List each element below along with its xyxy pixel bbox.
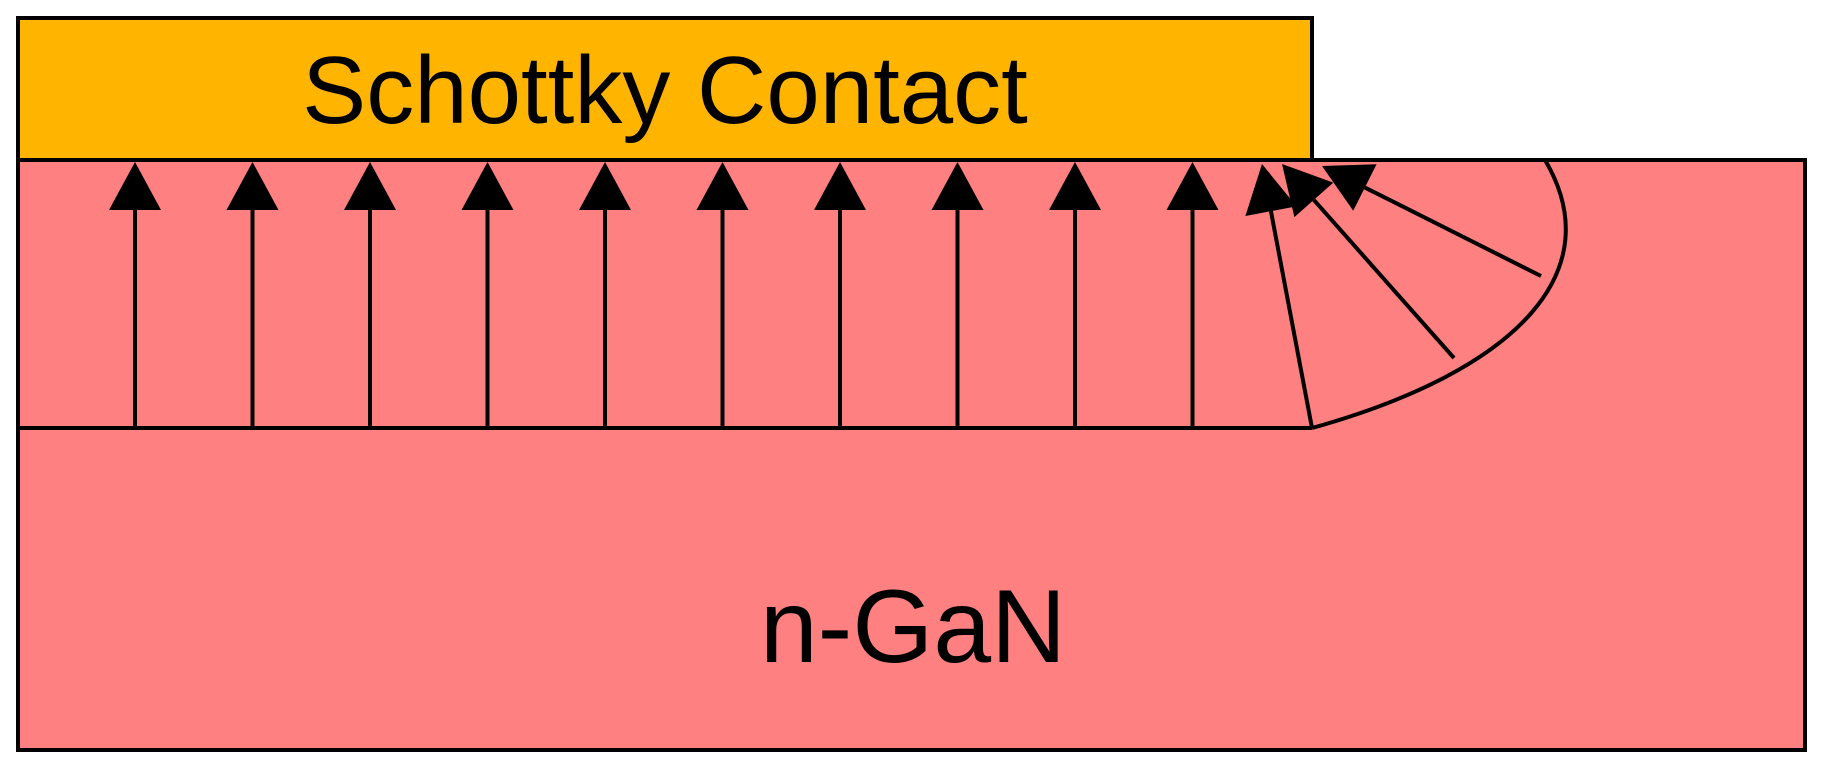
field-arrow: [814, 162, 866, 428]
field-arrow: [579, 162, 631, 428]
fringe-arrow: [1245, 164, 1314, 429]
field-arrows-fringing: [1245, 164, 1542, 429]
depletion-edge-curve: [1311, 158, 1568, 430]
contact-label: Schottky Contact: [302, 37, 1028, 144]
field-arrow: [226, 162, 279, 428]
field-arrows-vertical: [109, 162, 1219, 428]
schottky-contact: [16, 16, 1314, 162]
field-arrow: [1049, 162, 1101, 428]
field-arrow: [344, 162, 396, 428]
field-arrow: [1166, 162, 1219, 428]
field-arrow: [931, 162, 984, 428]
field-arrow: [696, 162, 749, 428]
field-arrow: [109, 162, 161, 428]
fringe-arrow: [1322, 164, 1542, 278]
field-arrow: [461, 162, 514, 428]
substrate-label: n-GaN: [760, 569, 1066, 685]
fringe-arrow: [1282, 164, 1456, 360]
